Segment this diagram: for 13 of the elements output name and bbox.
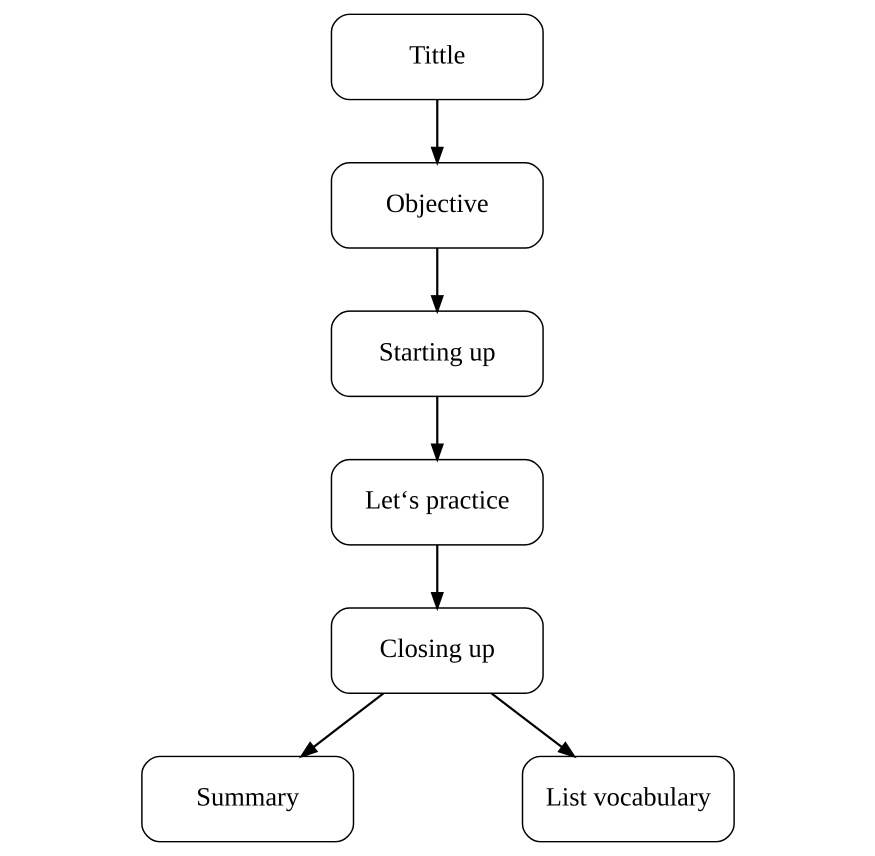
node-box: Summary — [140, 756, 354, 842]
node-box: Closing up — [330, 607, 544, 694]
node-box: Objective — [330, 162, 544, 249]
node-box: List vocabulary — [521, 756, 734, 842]
arrow — [298, 692, 384, 758]
node-box: Let‘s practice — [330, 458, 544, 546]
arrow — [430, 396, 444, 463]
arrow — [430, 100, 444, 166]
arrow — [430, 248, 444, 314]
node-box: Tittle — [330, 14, 544, 100]
arrow — [490, 692, 576, 758]
node-box: Starting up — [330, 310, 544, 398]
arrow — [430, 544, 444, 612]
